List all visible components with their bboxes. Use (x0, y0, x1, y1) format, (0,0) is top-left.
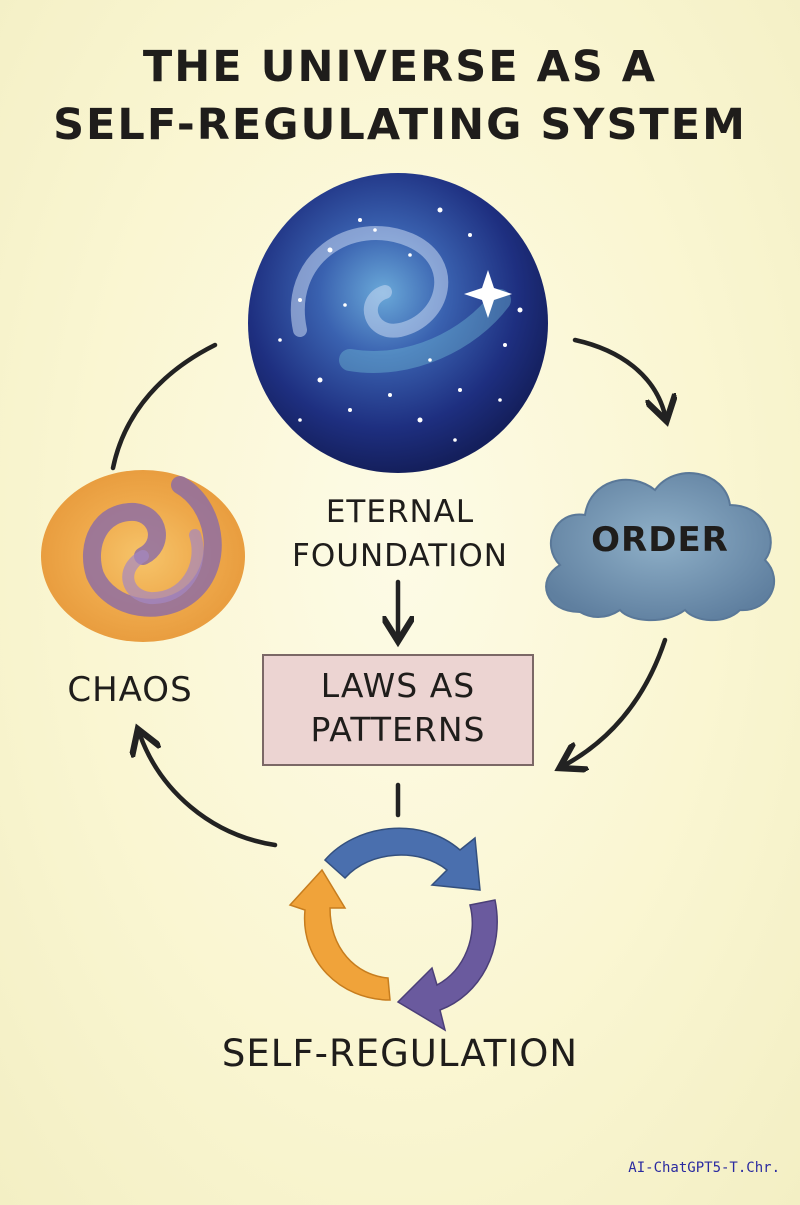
node-order-label: ORDER (591, 520, 729, 560)
node-self-regulation-label: SELF-REGULATION (221, 1032, 579, 1075)
cycle-arrows-icon (288, 827, 498, 1032)
node-eternal-foundation: ETERNAL FOUNDATION (270, 490, 530, 578)
laws-line-2: PATTERNS (310, 710, 486, 749)
galaxy-sphere-icon (248, 173, 548, 473)
node-laws-as-patterns: LAWS AS PATTERNS (262, 664, 534, 752)
watermark: AI-ChatGPT5-T.Chr. (628, 1160, 780, 1176)
arrow-cycle-to-chaos (140, 735, 278, 848)
arrow-order-to-laws (565, 637, 668, 765)
laws-line-1: LAWS AS (320, 666, 476, 705)
laws-box (262, 654, 534, 766)
eternal-foundation-line-2: FOUNDATION (292, 538, 508, 574)
title-line-1: THE UNIVERSE AS A (142, 42, 658, 92)
node-chaos-label: CHAOS (67, 670, 193, 710)
eternal-foundation-line-1: ETERNAL (325, 494, 475, 530)
spiral-icon (41, 470, 245, 642)
arrow-foundation-to-order (572, 337, 665, 415)
page-title: THE UNIVERSE AS A SELF-REGULATING SYSTEM (40, 38, 760, 154)
title-line-2: SELF-REGULATING SYSTEM (53, 100, 747, 150)
cloud-icon (545, 472, 776, 622)
arrow-chaos-to-foundation (110, 342, 218, 471)
